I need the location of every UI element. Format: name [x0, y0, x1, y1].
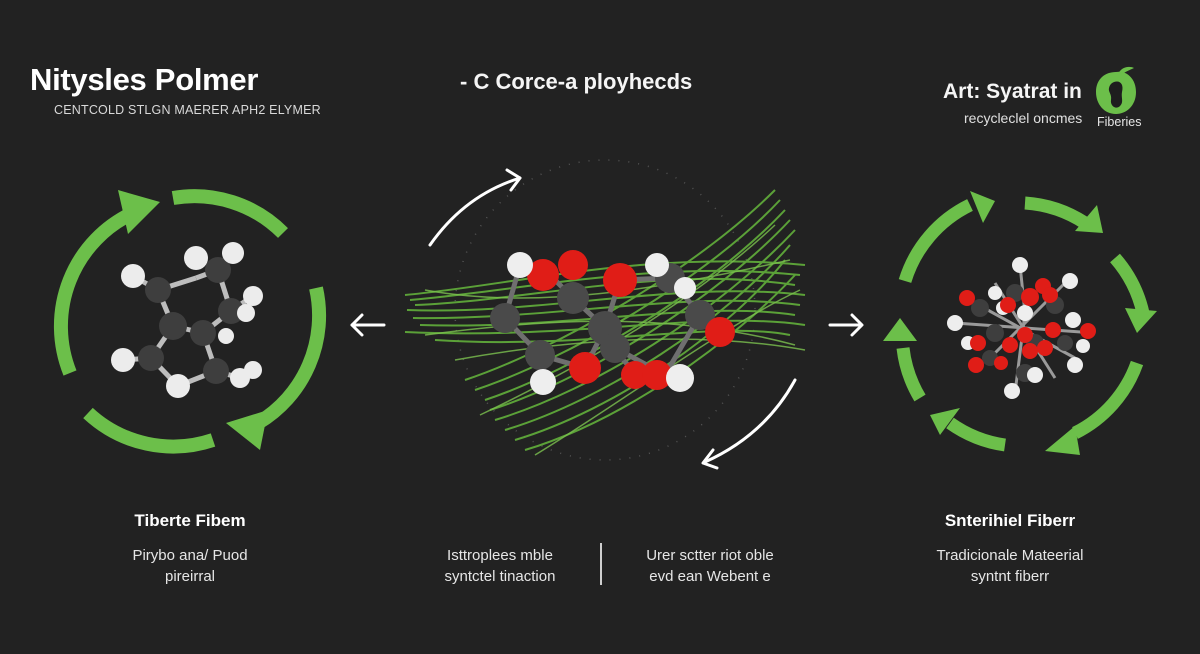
center-divider: [600, 543, 602, 585]
page-subtitle: CENTCOLD STLGN MAERER APH2 ELYMER: [54, 103, 321, 117]
center-right-line-2: evd ean Webent e: [649, 568, 771, 585]
center-right-line-1: Urer sctter riot oble: [646, 547, 774, 564]
center-right-text: Urer sctter riot oble evd ean Webent e: [620, 545, 800, 587]
left-recycle-diagram: [48, 178, 338, 458]
right-title: Art: Syatrat in: [943, 80, 1082, 103]
right-subtitle: recycleclel oncmes: [964, 110, 1083, 126]
center-left-text: Isttroplees mble syntctel tinaction: [420, 545, 580, 587]
left-panel-text: Pirybo ana/ Puod pireirral: [80, 545, 300, 587]
right-panel-line-2: syntnt fiberr: [970, 568, 1050, 585]
leaf-fruit-logo-icon: [1092, 64, 1140, 116]
center-fiber-molecule: [395, 150, 815, 480]
center-left-line-1: Isttroplees mble: [447, 547, 553, 564]
left-panel-title: Tiberte Fibem: [134, 511, 246, 530]
center-title: - C Corce-a ployhecds: [460, 69, 693, 94]
logo-label: Fiberies: [1097, 115, 1142, 129]
left-panel-line-1: Pirybo ana/ Puod: [132, 547, 248, 564]
recycle-cycle-icon: [883, 191, 1157, 455]
center-left-line-2: syntctel tinaction: [444, 568, 556, 585]
right-recycle-diagram: [875, 183, 1175, 463]
right-panel-title: Snterihiel Fiberr: [944, 511, 1076, 530]
right-panel-line-1: Tradicionale Mateerial: [936, 547, 1084, 564]
arrow-right-icon: [826, 312, 866, 338]
left-panel-line-2: pireirral: [164, 568, 215, 585]
page-title: Nitysles Polmer: [30, 62, 259, 97]
arrow-left-icon: [348, 312, 388, 338]
right-panel-text: Tradicionale Mateerial syntnt fiberr: [905, 545, 1115, 587]
recycle-cycle-icon: [53, 189, 327, 454]
